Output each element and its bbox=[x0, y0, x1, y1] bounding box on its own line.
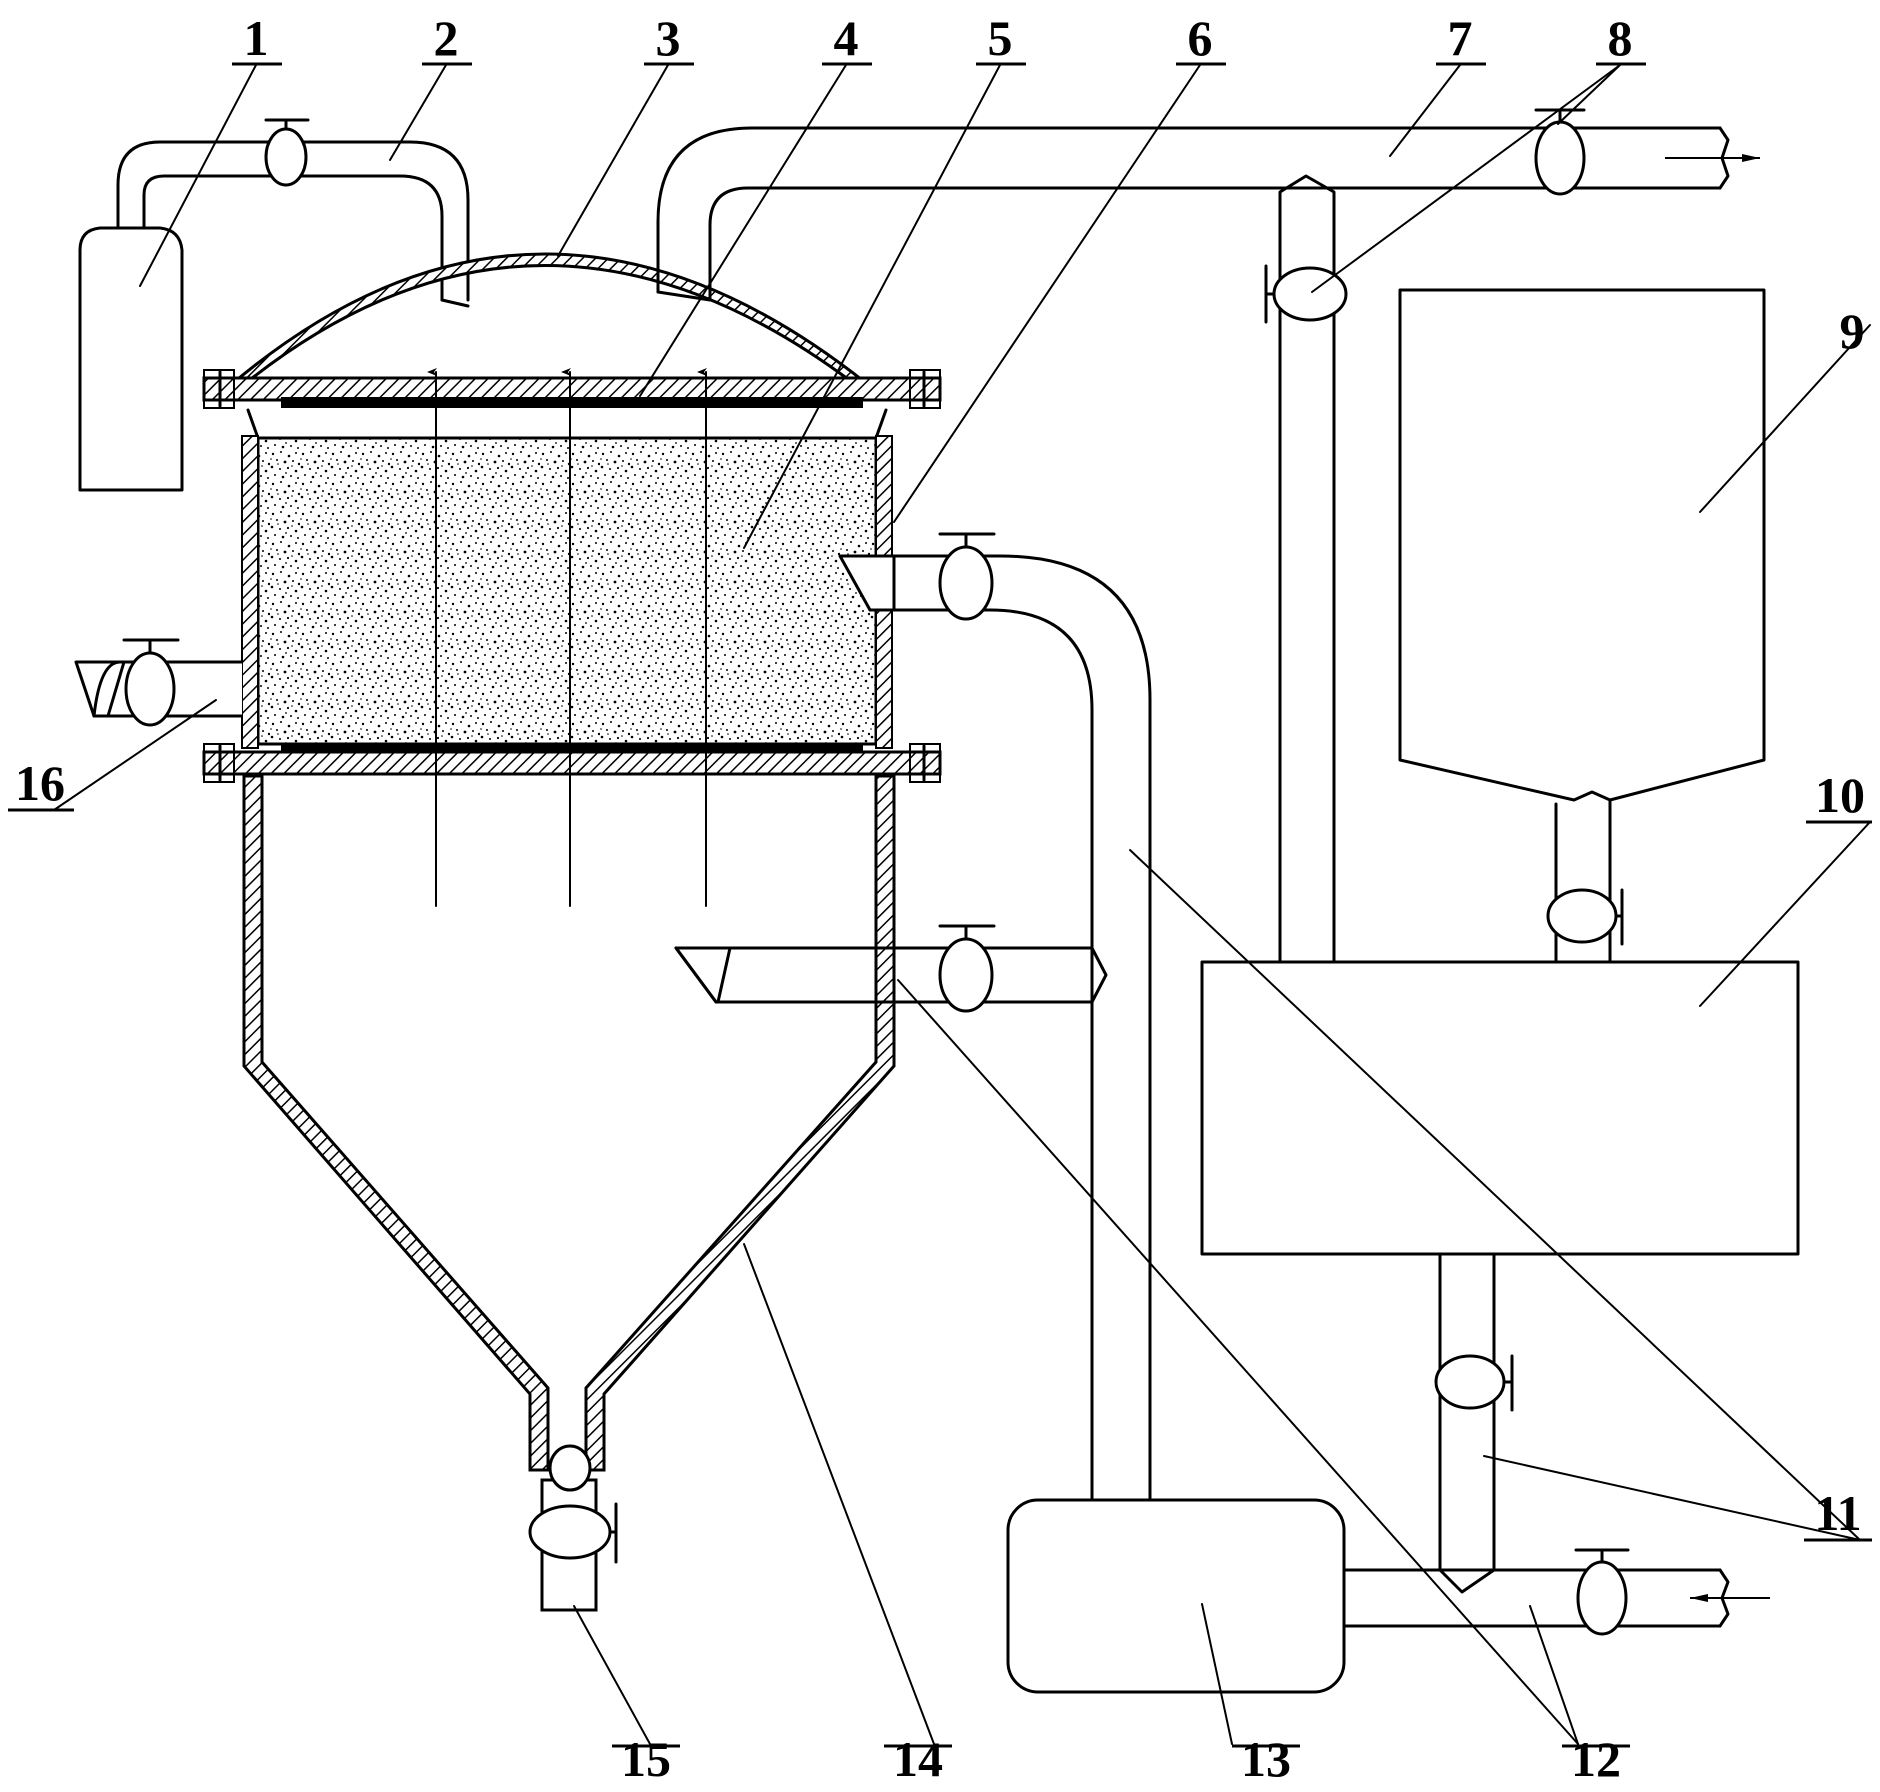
label-4: 4 bbox=[822, 10, 872, 66]
label-4-text: 4 bbox=[834, 10, 859, 66]
packed-bed bbox=[246, 408, 888, 746]
gas-supply-pipe bbox=[116, 140, 470, 308]
label-15-text: 15 bbox=[621, 1731, 671, 1787]
lower-flange bbox=[202, 743, 942, 783]
mixing-tank bbox=[1200, 960, 1800, 1256]
cone-inlet-pipe bbox=[674, 924, 1108, 1013]
bed-outlet-pipe bbox=[838, 532, 1152, 1502]
label-10: 10 bbox=[1806, 767, 1872, 824]
label-5: 5 bbox=[976, 10, 1026, 66]
label-3: 3 bbox=[644, 10, 694, 66]
top-membrane-plate bbox=[281, 397, 863, 408]
gas-cylinder bbox=[78, 226, 184, 492]
label-2: 2 bbox=[422, 10, 472, 66]
return-riser-pipe bbox=[1264, 174, 1348, 964]
bottom-drain bbox=[528, 1444, 618, 1612]
label-9: 9 bbox=[1840, 303, 1865, 359]
leader-lines bbox=[53, 64, 1871, 1745]
label-7-text: 7 bbox=[1448, 10, 1473, 66]
label-13-text: 13 bbox=[1241, 1731, 1291, 1787]
label-7: 7 bbox=[1436, 10, 1486, 66]
label-11-text: 11 bbox=[1814, 1485, 1861, 1541]
bed-side-inlet bbox=[74, 638, 242, 727]
label-15: 15 bbox=[612, 1731, 680, 1787]
label-1: 1 bbox=[232, 10, 282, 66]
label-13: 13 bbox=[1232, 1731, 1300, 1787]
label-12-text: 12 bbox=[1571, 1731, 1621, 1787]
storage-hopper bbox=[1398, 288, 1766, 964]
label-6-text: 6 bbox=[1188, 10, 1213, 66]
mixing-tank-outlet-pipe bbox=[1434, 1252, 1514, 1594]
label-8: 8 bbox=[1596, 10, 1646, 66]
label-14-text: 14 bbox=[893, 1731, 943, 1787]
label-12: 12 bbox=[1562, 1731, 1630, 1787]
flow-arrows bbox=[427, 368, 707, 907]
label-6: 6 bbox=[1176, 10, 1226, 66]
gas-valve bbox=[264, 118, 310, 187]
label-10-text: 10 bbox=[1815, 767, 1865, 823]
dome-cover bbox=[214, 252, 887, 398]
label-16: 16 bbox=[8, 755, 74, 812]
label-8-text: 8 bbox=[1608, 10, 1633, 66]
lower-vessel-shell bbox=[242, 774, 896, 1472]
label-9-text: 9 bbox=[1840, 303, 1865, 359]
pump bbox=[1006, 1498, 1346, 1694]
label-14: 14 bbox=[884, 1731, 952, 1787]
vapor-outlet-pipe bbox=[656, 126, 1760, 302]
label-11: 11 bbox=[1804, 1485, 1872, 1542]
label-2-text: 2 bbox=[434, 10, 459, 66]
pump-inlet-pipe bbox=[1342, 1548, 1770, 1636]
label-1-text: 1 bbox=[244, 10, 269, 66]
label-3-text: 3 bbox=[656, 10, 681, 66]
label-5-text: 5 bbox=[988, 10, 1013, 66]
label-16-text: 16 bbox=[15, 755, 65, 811]
